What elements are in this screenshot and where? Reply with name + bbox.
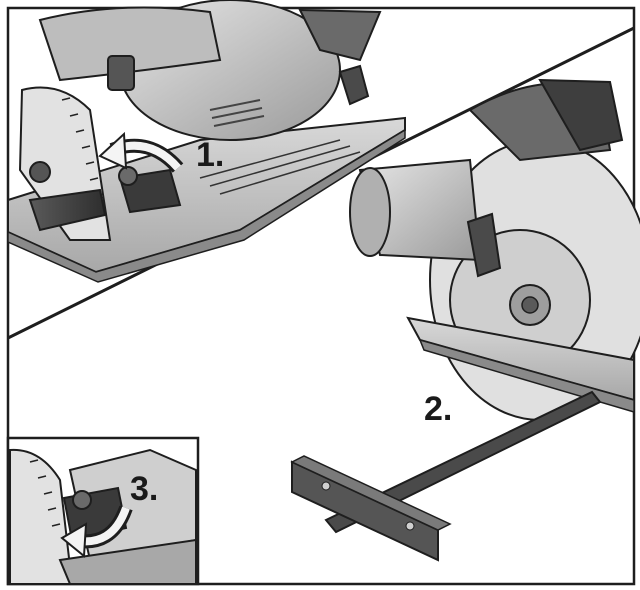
base-plate-edge bbox=[7, 128, 406, 283]
guide-lock-screw bbox=[338, 64, 370, 106]
panel3-base-plate bbox=[58, 538, 197, 585]
arbor-bolt bbox=[521, 296, 539, 314]
panel-step-1: 1. bbox=[7, 0, 406, 283]
panel3-knob-head bbox=[72, 490, 92, 510]
saw-top-housing bbox=[38, 6, 222, 82]
parallel-guide-rail bbox=[324, 390, 602, 534]
depth-lock bbox=[107, 55, 135, 91]
handle-grip bbox=[298, 8, 382, 62]
vent-slits bbox=[209, 99, 265, 127]
guide-clamp-knob bbox=[118, 166, 182, 214]
bevel-scale-ticks bbox=[61, 97, 103, 197]
blade-guard-lever bbox=[466, 212, 502, 278]
panel3-bevel-scale bbox=[9, 448, 74, 585]
fence-hole-2 bbox=[405, 521, 415, 531]
step-3-label: 3. bbox=[130, 470, 158, 508]
plate-scale bbox=[199, 139, 361, 195]
fence-hole-1 bbox=[321, 481, 331, 491]
panel-step-3: 3. bbox=[6, 436, 200, 586]
handle-rear bbox=[538, 78, 624, 152]
step-1-label: 1. bbox=[196, 136, 224, 174]
bevel-lever bbox=[28, 188, 107, 232]
bevel-knob bbox=[29, 161, 51, 183]
parallel-guide-fence-top bbox=[290, 455, 452, 531]
rotate-arrow-icon bbox=[98, 131, 184, 173]
rotate-arrow-icon bbox=[60, 505, 133, 559]
step-2-label: 2. bbox=[424, 390, 452, 428]
panel3-scale-ticks bbox=[29, 459, 61, 527]
panel2-base-plate-edge bbox=[418, 338, 635, 414]
motor-endcap bbox=[349, 167, 391, 257]
panel-step-2: 2. bbox=[290, 78, 640, 562]
